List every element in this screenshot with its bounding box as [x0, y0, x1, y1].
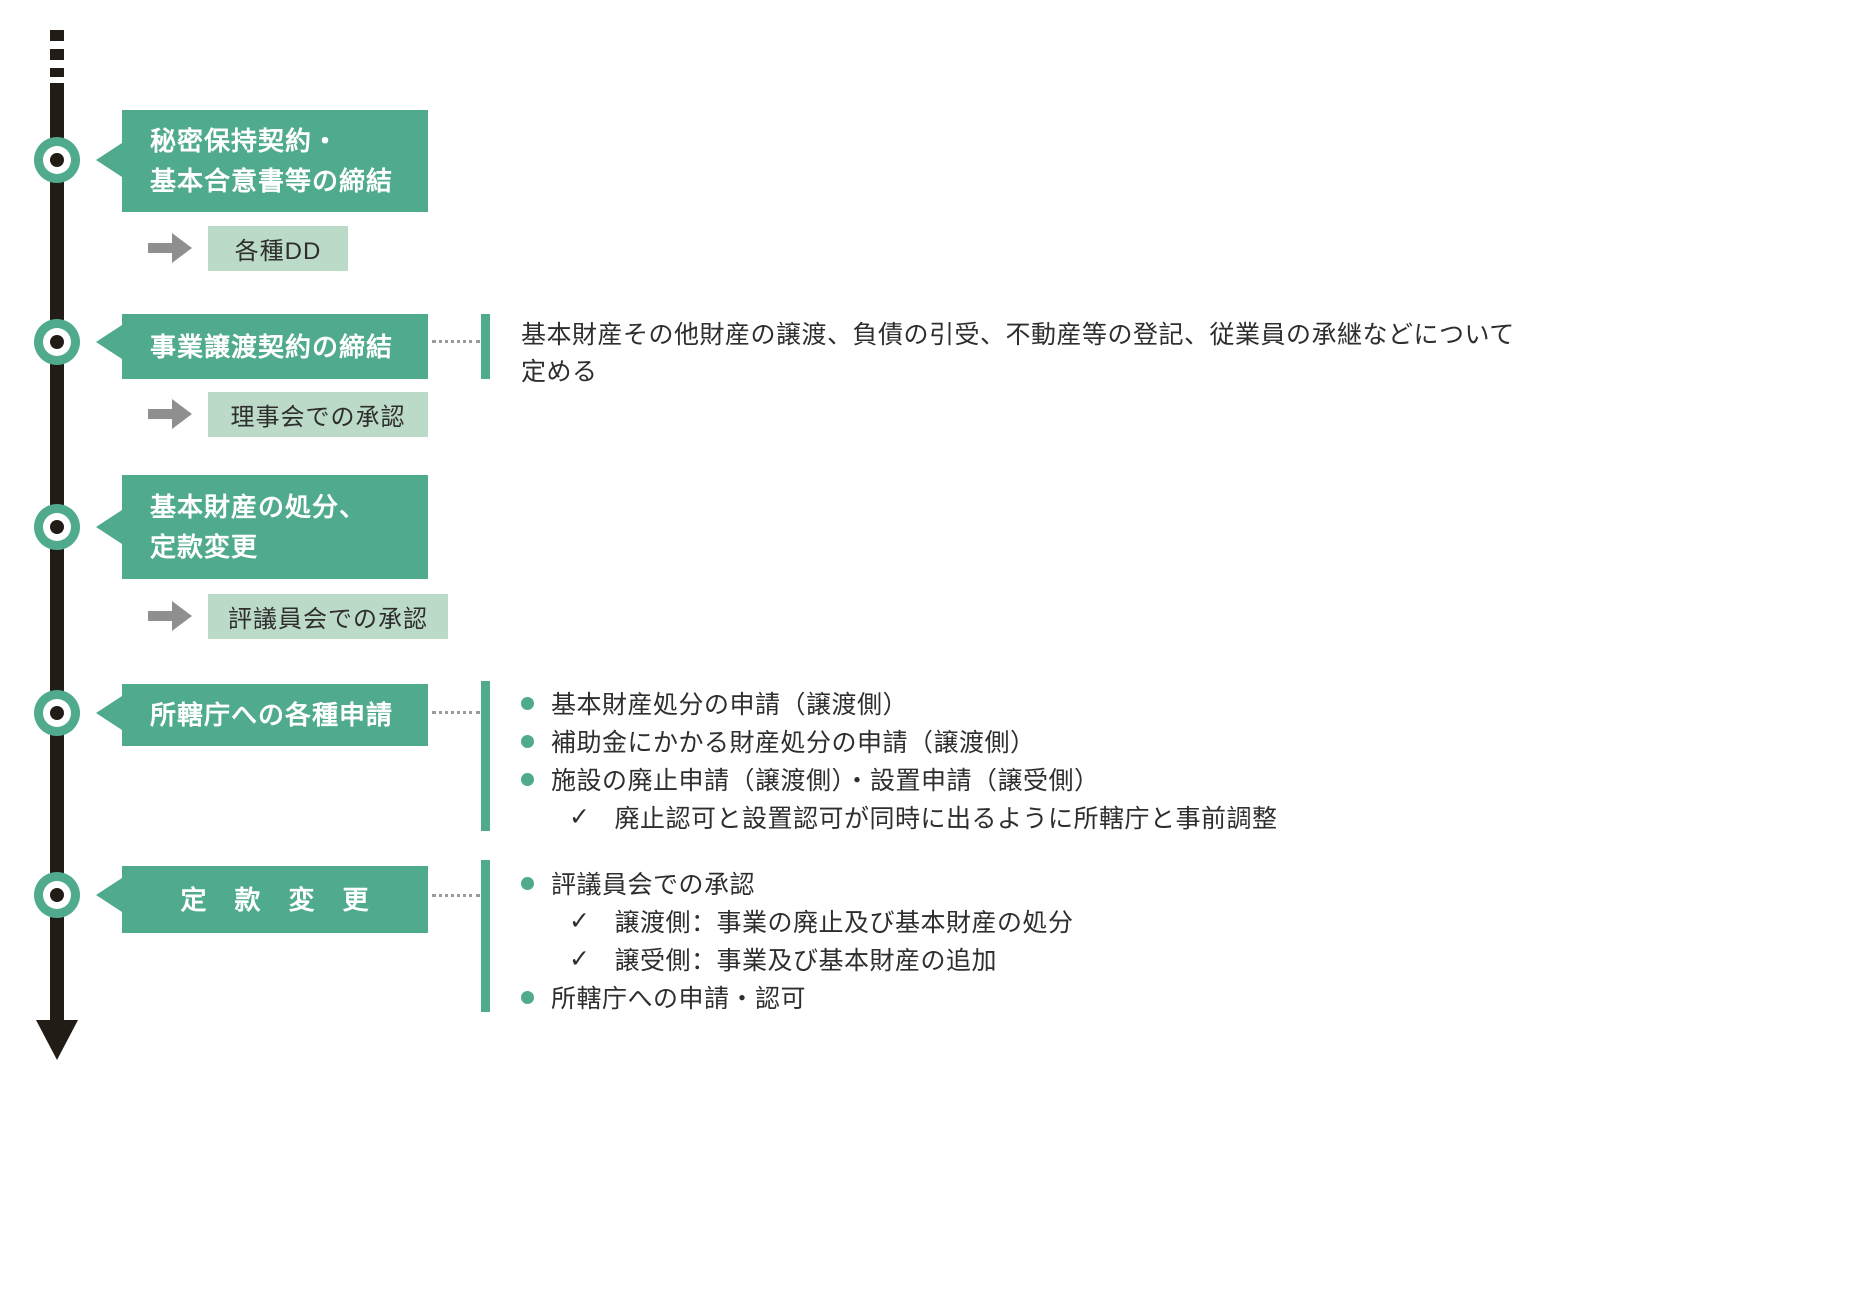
list-item-text: 基本財産処分の申請（譲渡側） [551, 691, 909, 719]
list-item: ✓ 譲受側：事業及び基本財産の追加 [521, 940, 1861, 978]
step-pointer [96, 878, 122, 912]
sub-step-box: 評議員会での承認 [208, 594, 448, 639]
list-item-text: 廃止認可と設置認可が同時に出るように所轄庁と事前調整 [614, 805, 1278, 833]
step-title: 基本合意書等の締結 [150, 166, 394, 196]
timeline-node-ring [43, 699, 71, 727]
check-icon: ✓ [569, 803, 591, 831]
flow-arrow-icon [148, 601, 194, 631]
sub-step-box: 各種DD [208, 226, 348, 271]
list-item-text: 所轄庁への申請・認可 [551, 985, 807, 1013]
bullet-icon [521, 876, 534, 890]
step-pointer [96, 325, 122, 359]
timeline-node-dot [50, 706, 64, 720]
timeline-node [34, 690, 80, 736]
list-item: 基本財産処分の申請（譲渡側） [521, 684, 1861, 722]
step-title: 定款変更 [150, 532, 259, 562]
timeline-dash [50, 30, 64, 41]
step-title: 所轄庁への各種申請 [150, 700, 394, 730]
sub-step-label: 各種DD [234, 238, 322, 265]
bullet-icon [521, 734, 534, 748]
sub-step-label: 理事会での承認 [230, 404, 406, 431]
step-pointer [96, 143, 122, 177]
step-box-2: 事業譲渡契約の締結 [122, 314, 428, 379]
detail-bar [481, 860, 490, 1012]
detail-bar [481, 681, 490, 831]
timeline-node-ring [43, 881, 71, 909]
timeline-node-dot [50, 335, 64, 349]
flow-arrow-icon [148, 399, 194, 429]
bullet-icon [521, 772, 534, 786]
timeline-node [34, 137, 80, 183]
timeline-node [34, 319, 80, 365]
list-item-text: 譲受側：事業及び基本財産の追加 [614, 947, 997, 975]
connector-dotted-line [432, 340, 480, 343]
check-icon: ✓ [569, 907, 591, 935]
detail-bar [481, 314, 490, 379]
timeline-node-ring [43, 146, 71, 174]
list-item: ✓ 譲渡側：事業の廃止及び基本財産の処分 [521, 902, 1861, 940]
list-item: ✓ 廃止認可と設置認可が同時に出るように所轄庁と事前調整 [521, 798, 1861, 836]
detail-line: 基本財産その他財産の譲渡、負債の引受、不動産等の登記、従業員の承継などについて [521, 321, 1515, 349]
timeline-node-ring [43, 328, 71, 356]
list-item: 所轄庁への申請・認可 [521, 978, 1861, 1016]
timeline-dash [50, 68, 64, 77]
timeline-axis [50, 83, 64, 1026]
timeline-node-dot [50, 888, 64, 902]
step-pointer [96, 510, 122, 544]
connector-dotted-line [432, 711, 480, 714]
list-item: 評議員会での承認 [521, 864, 1861, 902]
step-box-3: 基本財産の処分、 定款変更 [122, 475, 428, 579]
sub-step-label: 評議員会での承認 [228, 606, 428, 633]
step-box-4: 所轄庁への各種申請 [122, 684, 428, 746]
connector-dotted-line [432, 894, 480, 897]
detail-line: 定める [521, 358, 598, 386]
list-item: 補助金にかかる財産処分の申請（譲渡側） [521, 722, 1861, 760]
list-item-text: 施設の廃止申請（譲渡側）・設置申請（譲受側） [551, 767, 1100, 795]
detail-text: 基本財産その他財産の譲渡、負債の引受、不動産等の登記、従業員の承継などについて … [521, 317, 1861, 391]
bullet-icon [521, 696, 534, 710]
sub-step-box: 理事会での承認 [208, 392, 428, 437]
step-box-5: 定 款 変 更 [122, 866, 428, 933]
timeline-arrowhead-icon [36, 1020, 78, 1060]
timeline-dash [50, 49, 64, 60]
list-item: 施設の廃止申請（譲渡側）・設置申請（譲受側） [521, 760, 1861, 798]
timeline-node [34, 504, 80, 550]
step-title: 事業譲渡契約の締結 [150, 331, 394, 362]
step-title: 定 款 変 更 [180, 884, 370, 915]
timeline-node-dot [50, 153, 64, 167]
list-item-text: 評議員会での承認 [551, 871, 756, 899]
step-pointer [96, 696, 122, 730]
step-box-1: 秘密保持契約・ 基本合意書等の締結 [122, 110, 428, 212]
timeline-node-ring [43, 513, 71, 541]
step-title: 秘密保持契約・ [150, 126, 340, 156]
list-item-text: 譲渡側：事業の廃止及び基本財産の処分 [614, 909, 1074, 937]
detail-list: 基本財産処分の申請（譲渡側） 補助金にかかる財産処分の申請（譲渡側） 施設の廃止… [521, 684, 1861, 836]
list-item-text: 補助金にかかる財産処分の申請（譲渡側） [551, 729, 1036, 757]
step-title: 基本財産の処分、 [150, 492, 367, 522]
bullet-icon [521, 990, 534, 1004]
detail-list: 評議員会での承認 ✓ 譲渡側：事業の廃止及び基本財産の処分 ✓ 譲受側：事業及び… [521, 864, 1861, 1016]
flow-arrow-icon [148, 233, 194, 263]
timeline-node-dot [50, 520, 64, 534]
check-icon: ✓ [569, 945, 591, 973]
timeline-node [34, 872, 80, 918]
